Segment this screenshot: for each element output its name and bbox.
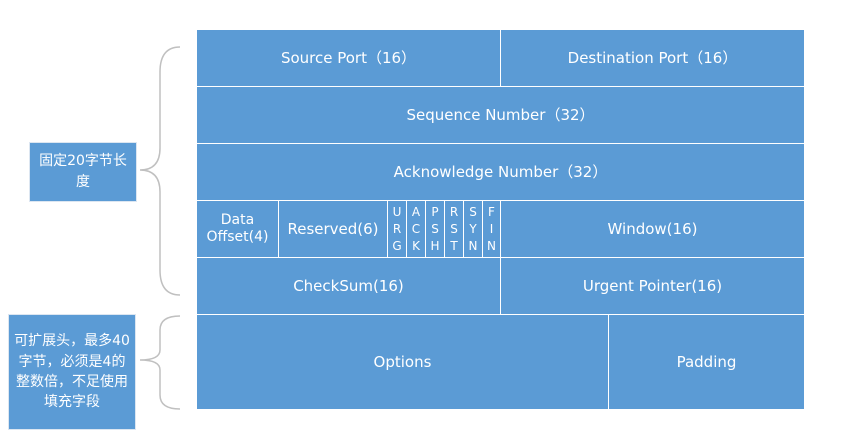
options-field: Options bbox=[196, 314, 609, 410]
data-offset-label: Data Offset(4) bbox=[206, 211, 269, 246]
padding-field: Padding bbox=[608, 314, 805, 410]
flag-fin-letter-2: I bbox=[489, 221, 494, 236]
acknowledge-number-label: Acknowledge Number（32） bbox=[393, 162, 608, 181]
checksum-field: CheckSum(16) bbox=[196, 257, 501, 315]
data-offset-field: Data Offset(4) bbox=[196, 200, 279, 258]
flag-ack-letter-1: A bbox=[411, 204, 421, 219]
fixed-length-note: 固定20字节长度 bbox=[29, 142, 137, 202]
flag-urg-letter-3: G bbox=[392, 239, 402, 254]
flag-fin: F I N bbox=[482, 200, 501, 258]
flag-rst-letter-3: T bbox=[450, 239, 458, 254]
acknowledge-number-field: Acknowledge Number（32） bbox=[196, 143, 805, 201]
fixed-length-note-text: 固定20字节长度 bbox=[39, 153, 127, 190]
source-port-label: Source Port（16） bbox=[280, 48, 417, 67]
flag-psh-letter-1: P bbox=[431, 204, 439, 219]
destination-port-label: Destination Port（16） bbox=[567, 48, 738, 67]
sequence-number-label: Sequence Number（32） bbox=[406, 105, 595, 124]
extensible-note: 可扩展头，最多40字节，必须是4的整数倍，不足使用填充字段 bbox=[8, 314, 136, 430]
options-label: Options bbox=[373, 352, 432, 371]
flag-syn-letter-1: S bbox=[469, 204, 477, 219]
flag-psh-letter-3: H bbox=[430, 239, 440, 254]
sequence-number-field: Sequence Number（32） bbox=[196, 86, 805, 144]
urgent-pointer-field: Urgent Pointer(16) bbox=[500, 257, 805, 315]
flag-ack-letter-2: C bbox=[411, 221, 421, 236]
padding-label: Padding bbox=[676, 352, 737, 371]
destination-port-field: Destination Port（16） bbox=[500, 29, 805, 87]
extensible-note-text: 可扩展头，最多40字节，必须是4的整数倍，不足使用填充字段 bbox=[14, 333, 130, 411]
flag-syn: S Y N bbox=[463, 200, 483, 258]
fixed-header-brace bbox=[139, 46, 181, 296]
flag-rst: R S T bbox=[444, 200, 464, 258]
flag-fin-letter-1: F bbox=[488, 204, 495, 219]
flag-urg: U R G bbox=[387, 200, 407, 258]
source-port-field: Source Port（16） bbox=[196, 29, 501, 87]
flag-urg-letter-2: R bbox=[392, 221, 402, 236]
flag-psh: P S H bbox=[425, 200, 445, 258]
flag-syn-letter-2: Y bbox=[469, 221, 477, 236]
flag-psh-letter-2: S bbox=[431, 221, 439, 236]
flag-fin-letter-3: N bbox=[487, 239, 496, 254]
flag-syn-letter-3: N bbox=[468, 239, 478, 254]
checksum-label: CheckSum(16) bbox=[293, 276, 404, 295]
flag-rst-letter-1: R bbox=[449, 204, 459, 219]
urgent-pointer-label: Urgent Pointer(16) bbox=[582, 276, 723, 295]
flag-ack: A C K bbox=[406, 200, 426, 258]
reserved-field: Reserved(6) bbox=[278, 200, 388, 258]
reserved-label: Reserved(6) bbox=[287, 219, 379, 238]
flag-ack-letter-3: K bbox=[412, 239, 420, 254]
extension-brace bbox=[139, 315, 181, 410]
window-field: Window(16) bbox=[500, 200, 805, 258]
flag-rst-letter-2: S bbox=[450, 221, 458, 236]
flag-urg-letter-1: U bbox=[392, 204, 402, 219]
window-label: Window(16) bbox=[607, 219, 698, 238]
